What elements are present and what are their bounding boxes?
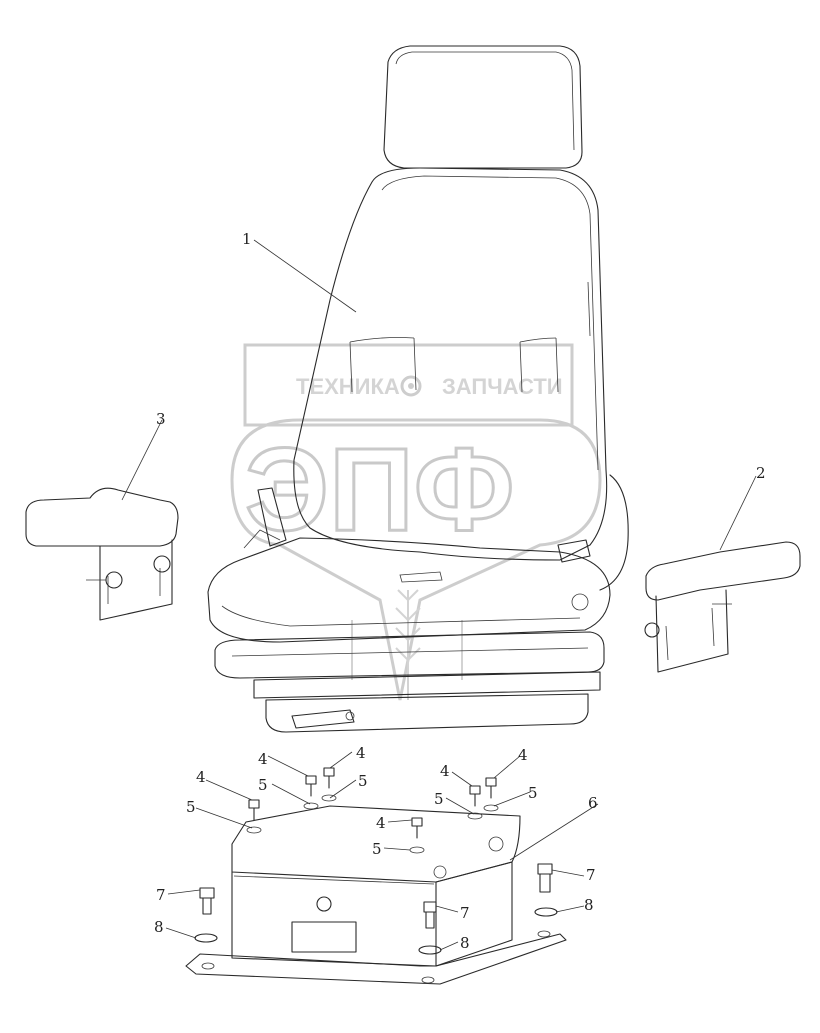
callout-8: 8 <box>154 918 164 936</box>
callout-4: 4 <box>440 762 450 780</box>
gear-icon <box>400 375 422 397</box>
mounting-box <box>185 805 567 985</box>
callout-5: 5 <box>186 798 196 816</box>
headrest <box>383 45 583 169</box>
callout-4: 4 <box>518 746 528 764</box>
backrest <box>293 167 608 561</box>
seat-cushion <box>207 474 629 643</box>
callout-4: 4 <box>258 750 268 768</box>
callout-4: 4 <box>196 768 206 786</box>
callout-labels: 1 2 3 6 4 5 4 5 4 5 4 4 5 5 4 5 7 8 7 8 … <box>154 230 766 952</box>
callout-1: 1 <box>242 230 252 248</box>
callout-4: 4 <box>376 814 386 832</box>
watermark-right-word: ЗАПЧАСТИ <box>442 374 563 399</box>
suspension-base <box>214 631 605 733</box>
callout-3: 3 <box>156 410 166 428</box>
wheat-icon <box>351 589 463 700</box>
callout-5: 5 <box>372 840 382 858</box>
fasteners <box>194 767 558 955</box>
callout-5: 5 <box>528 784 538 802</box>
callout-4: 4 <box>356 744 366 762</box>
callout-7: 7 <box>586 866 596 884</box>
leader-lines <box>121 239 757 951</box>
callout-7: 7 <box>460 904 470 922</box>
watermark-logo-letters: ЭПФ <box>245 424 514 556</box>
callout-5: 5 <box>434 790 444 808</box>
watermark-logo: ТЕХНИКА ЗАПЧАСТИ ЭПФ <box>230 343 602 701</box>
callout-2: 2 <box>756 464 766 482</box>
watermark-left-word: ТЕХНИКА <box>296 374 400 399</box>
callout-5: 5 <box>258 776 268 794</box>
armrest-left <box>25 487 179 621</box>
armrest-right <box>644 541 801 673</box>
callout-7: 7 <box>156 886 166 904</box>
callout-6: 6 <box>588 794 598 812</box>
callout-8: 8 <box>584 896 594 914</box>
callout-8: 8 <box>460 934 470 952</box>
callout-5: 5 <box>358 772 368 790</box>
